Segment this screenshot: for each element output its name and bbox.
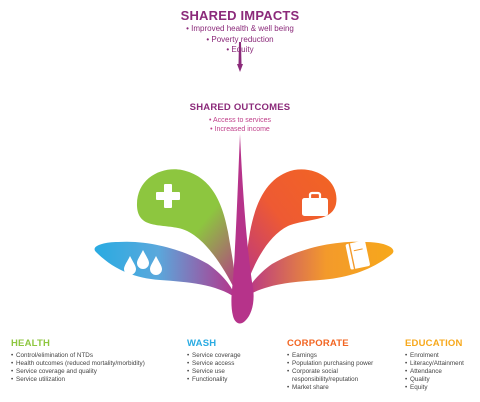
list-item: Population purchasing power — [287, 360, 395, 368]
plus-icon — [156, 184, 180, 208]
list-item: Corporate social responsibility/reputati… — [287, 368, 372, 384]
list-item: Functionality — [187, 376, 299, 384]
corporate-list: Earnings Population purchasing power Cor… — [287, 352, 395, 392]
list-item: Service use — [187, 368, 299, 376]
briefcase-icon — [302, 191, 328, 216]
list-item: Literacy/Attainment — [405, 360, 477, 368]
list-item: Attendance — [405, 368, 477, 376]
education-column: EDUCATION Enrolment Literacy/Attainment … — [405, 338, 477, 392]
outcome-item: Access to services — [0, 117, 480, 126]
list-item: Control/elimination of NTDs — [11, 352, 123, 360]
list-item: Equity — [405, 384, 477, 392]
wash-petal — [94, 241, 236, 298]
health-column: HEALTH Control/elimination of NTDs Healt… — [11, 338, 145, 384]
wash-list: Service coverage Service access Service … — [187, 352, 299, 384]
list-item: Earnings — [287, 352, 395, 360]
health-heading: HEALTH — [11, 338, 51, 349]
shared-outcomes-list: Access to services Increased income — [0, 117, 480, 134]
central-stem — [231, 134, 254, 324]
impact-item: Poverty reduction — [0, 35, 480, 46]
wash-heading: WASH — [187, 338, 217, 349]
shared-impacts-title: SHARED IMPACTS — [180, 8, 300, 23]
book-icon — [345, 240, 370, 270]
list-item: Quality — [405, 376, 477, 384]
list-item: Enrolment — [405, 352, 477, 360]
list-item: Service coverage and quality — [11, 368, 123, 376]
list-item: Market share — [287, 384, 395, 392]
education-petal — [244, 241, 394, 298]
shared-impacts-list: Improved health & well being Poverty red… — [0, 24, 480, 56]
education-heading: EDUCATION — [405, 338, 463, 349]
shared-outcomes-title: SHARED OUTCOMES — [189, 102, 291, 113]
education-list: Enrolment Literacy/Attainment Attendance… — [405, 352, 477, 392]
impact-item: Equity — [0, 45, 480, 56]
corporate-heading: CORPORATE — [287, 338, 349, 349]
list-item: Service access — [187, 360, 299, 368]
list-item: Service utilization — [11, 376, 123, 384]
corporate-column: CORPORATE Earnings Population purchasing… — [287, 338, 395, 392]
impact-item: Improved health & well being — [0, 24, 480, 35]
outcome-item: Increased income — [0, 126, 480, 135]
list-item: Health outcomes (reduced mortality/morbi… — [11, 360, 145, 368]
impact-arrow — [237, 42, 243, 72]
wash-column: WASH Service coverage Service access Ser… — [187, 338, 299, 384]
health-list: Control/elimination of NTDs Health outco… — [11, 352, 145, 384]
list-item: Service coverage — [187, 352, 299, 360]
water-drops-icon — [124, 250, 162, 275]
